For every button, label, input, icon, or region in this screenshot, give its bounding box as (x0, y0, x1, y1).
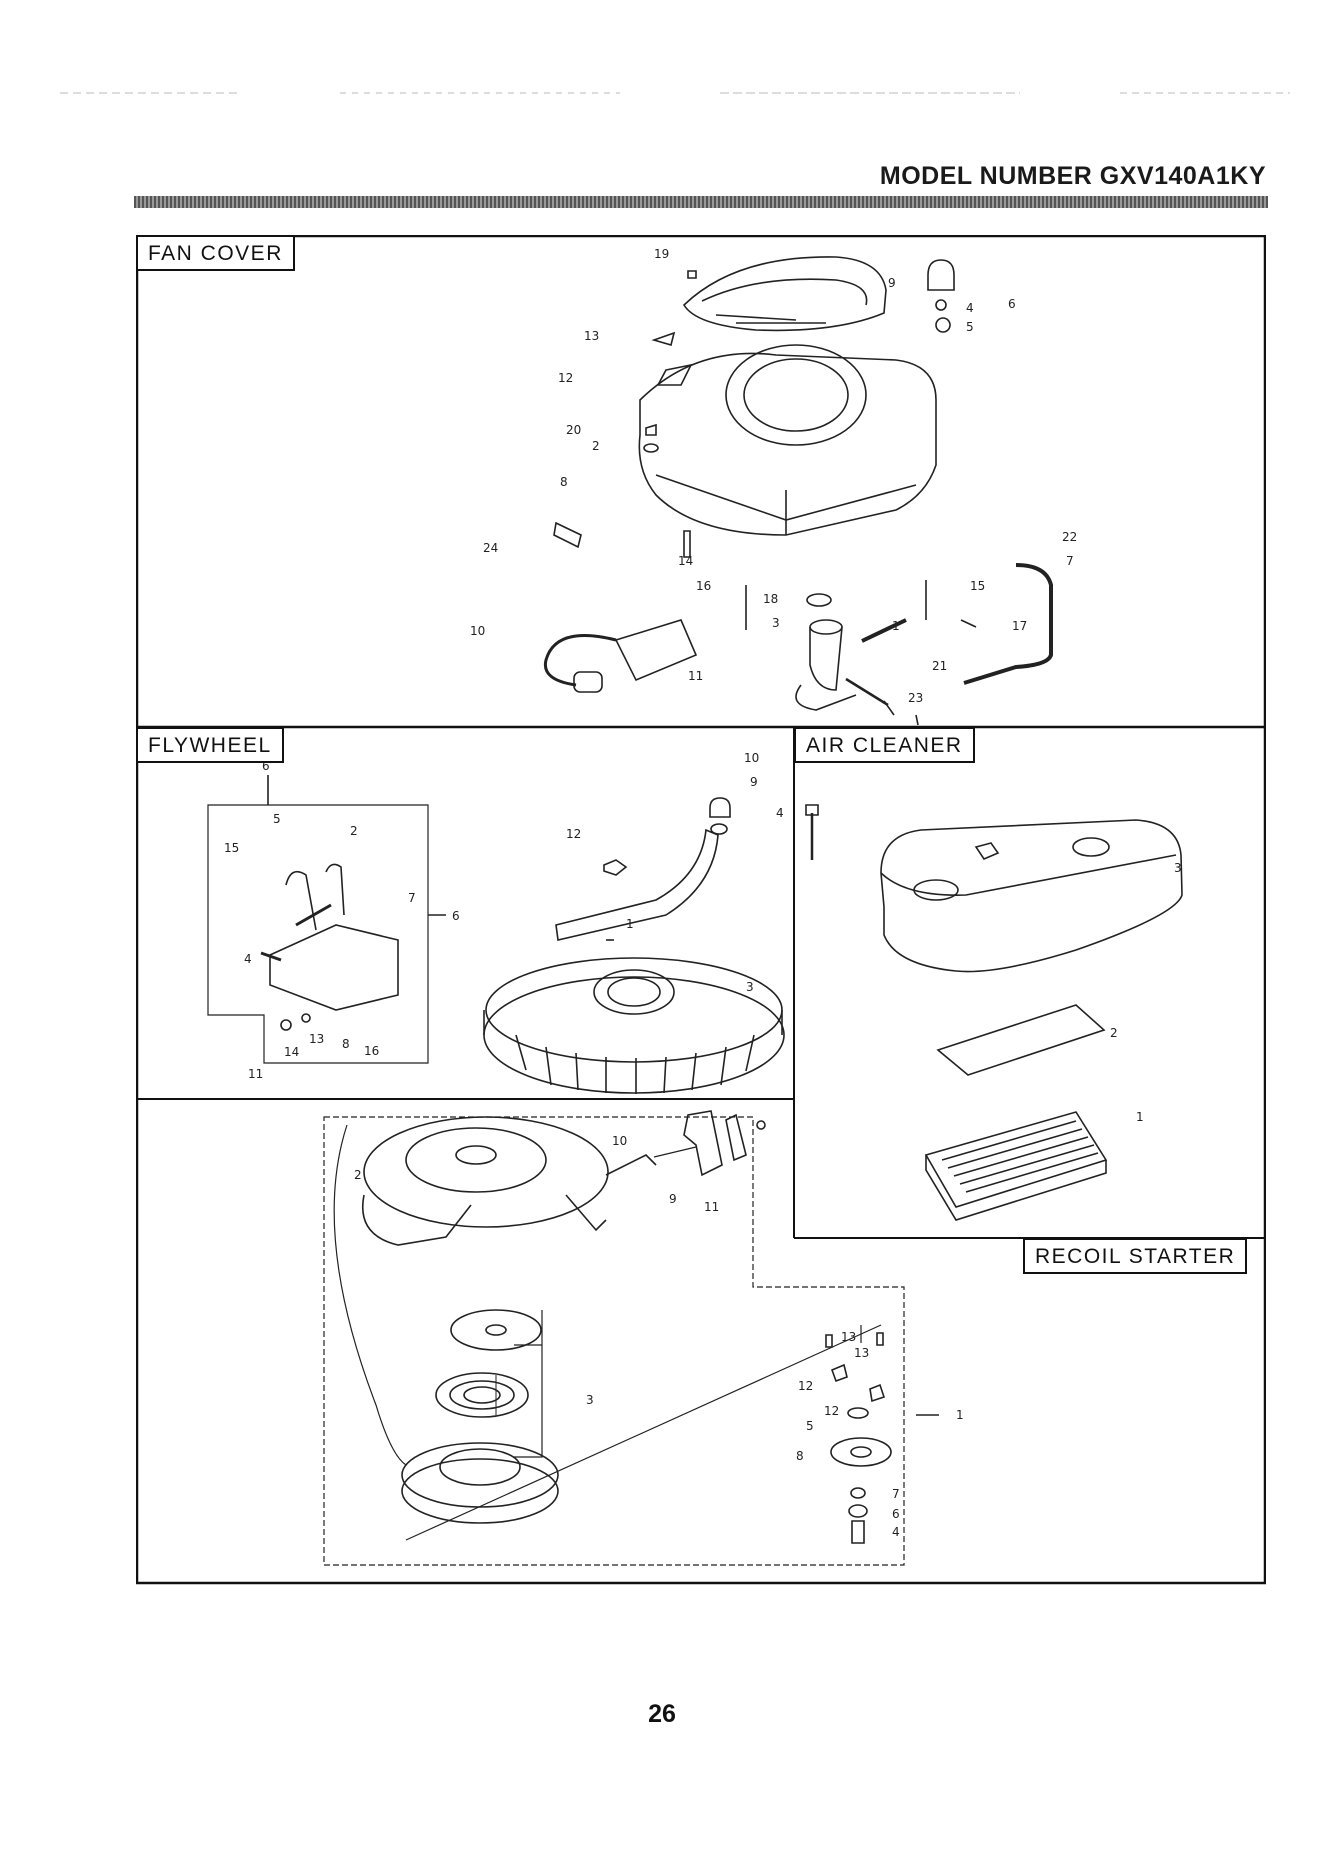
part-callout-fan-cover: 21 (932, 659, 947, 673)
part-callout-fan-cover: 4 (966, 301, 974, 315)
part-callout-fan-cover: 11 (688, 669, 703, 683)
part-callout-flywheel: 9 (750, 775, 758, 789)
part-callout-fan-cover: 1 (892, 619, 900, 633)
section-label-air-cleaner: AIR CLEANER (794, 727, 975, 763)
part-callout-flywheel: 4 (244, 952, 252, 966)
part-callout-flywheel: 16 (364, 1044, 379, 1058)
part-callout-recoil-starter: 12 (798, 1379, 813, 1393)
part-callout-fan-cover: 10 (470, 624, 485, 638)
part-callout-recoil-starter: 4 (892, 1525, 900, 1539)
part-callout-recoil-starter: 13 (841, 1330, 856, 1344)
part-callout-fan-cover: 5 (966, 320, 974, 334)
part-callout-recoil-starter: 7 (892, 1487, 900, 1501)
part-callout-flywheel: 6 (452, 909, 460, 923)
part-callout-fan-cover: 16 (696, 579, 711, 593)
part-callout-recoil-starter: 5 (806, 1419, 814, 1433)
part-callout-fan-cover: 6 (1008, 297, 1016, 311)
air-cleaner-diagram (806, 805, 1182, 1220)
part-callout-fan-cover: 9 (888, 276, 896, 290)
part-callout-fan-cover: 18 (763, 592, 778, 606)
part-callout-air-cleaner: 2 (1110, 1026, 1118, 1040)
section-label-recoil-starter: RECOIL STARTER (1023, 1238, 1247, 1274)
part-callout-flywheel: 5 (273, 812, 281, 826)
part-callout-fan-cover: 24 (483, 541, 498, 555)
part-callout-fan-cover: 2 (592, 439, 600, 453)
recoil-starter-callouts: 2 10 9 11 3 1 13 13 12 12 5 8 7 6 4 (354, 1134, 964, 1539)
section-label-fan-cover: FAN COVER (136, 235, 295, 271)
part-callout-fan-cover: 14 (678, 554, 693, 568)
part-callout-flywheel: 10 (744, 751, 759, 765)
part-callout-flywheel: 13 (309, 1032, 324, 1046)
part-callout-fan-cover: 12 (558, 371, 573, 385)
part-callout-recoil-starter: 13 (854, 1346, 869, 1360)
parts-diagram-frame: 19 9 4 5 6 13 12 20 2 8 24 14 16 18 15 3… (136, 235, 1266, 1585)
part-callout-fan-cover: 20 (566, 423, 581, 437)
section-label-flywheel: FLYWHEEL (136, 727, 284, 763)
part-callout-recoil-starter: 11 (704, 1200, 719, 1214)
part-callout-fan-cover: 7 (1066, 554, 1074, 568)
part-callout-recoil-starter: 10 (612, 1134, 627, 1148)
part-callout-flywheel: 2 (350, 824, 358, 838)
air-cleaner-callouts: 4 3 2 1 (776, 806, 1182, 1124)
header-rule (134, 196, 1268, 208)
part-callout-flywheel: 3 (746, 980, 754, 994)
part-callout-fan-cover: 19 (654, 247, 669, 261)
part-callout-recoil-starter: 9 (669, 1192, 677, 1206)
part-callout-recoil-starter: 2 (354, 1168, 362, 1182)
part-callout-fan-cover: 22 (1062, 530, 1077, 544)
part-callout-recoil-starter: 6 (892, 1507, 900, 1521)
part-callout-flywheel: 14 (284, 1045, 299, 1059)
page-number: 26 (0, 1700, 1324, 1729)
fan-cover-callouts: 19 9 4 5 6 13 12 20 2 8 24 14 16 18 15 3… (470, 247, 1077, 705)
scan-artifact-line (60, 92, 1290, 95)
flywheel-callouts: 6 5 15 2 7 6 4 13 8 16 14 11 10 9 12 1 3 (224, 751, 759, 1081)
model-number-heading: MODEL NUMBER GXV140A1KY (880, 162, 1266, 191)
part-callout-fan-cover: 8 (560, 475, 568, 489)
part-callout-flywheel: 7 (408, 891, 416, 905)
fan-cover-diagram (545, 257, 1051, 725)
part-callout-recoil-starter: 1 (956, 1408, 964, 1422)
parts-diagram: 19 9 4 5 6 13 12 20 2 8 24 14 16 18 15 3… (136, 235, 1266, 1585)
part-callout-fan-cover: 3 (772, 616, 780, 630)
part-callout-flywheel: 1 (626, 917, 634, 931)
part-callout-recoil-starter: 8 (796, 1449, 804, 1463)
part-callout-flywheel: 8 (342, 1037, 350, 1051)
part-callout-flywheel: 11 (248, 1067, 263, 1081)
part-callout-fan-cover: 15 (970, 579, 985, 593)
part-callout-air-cleaner: 1 (1136, 1110, 1144, 1124)
part-callout-recoil-starter: 12 (824, 1404, 839, 1418)
part-callout-fan-cover: 23 (908, 691, 923, 705)
part-callout-flywheel: 12 (566, 827, 581, 841)
part-callout-air-cleaner: 4 (776, 806, 784, 820)
part-callout-air-cleaner: 3 (1174, 861, 1182, 875)
part-callout-flywheel: 15 (224, 841, 239, 855)
part-callout-fan-cover: 17 (1012, 619, 1027, 633)
part-callout-fan-cover: 13 (584, 329, 599, 343)
part-callout-recoil-starter: 3 (586, 1393, 594, 1407)
